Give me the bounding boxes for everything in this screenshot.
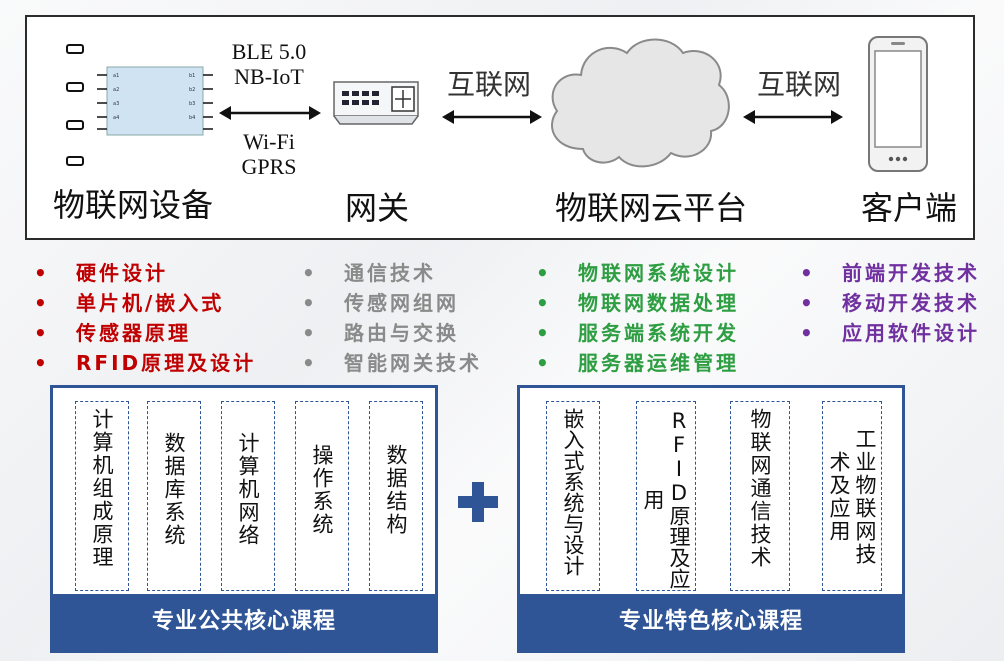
course-name: 计算机组成原理 <box>90 408 114 569</box>
gateway-label: 网关 <box>345 189 410 227</box>
list-item: •传感网组网 <box>302 291 459 315</box>
course-name: 数据结构 <box>384 444 408 536</box>
course-card: 物联网通信技术 <box>730 401 790 591</box>
svg-text:b2: b2 <box>189 87 195 93</box>
svg-text:b4: b4 <box>189 115 195 121</box>
course-name: 计算机网络 <box>236 432 260 547</box>
protocol-nbiot: NB-IoT <box>234 64 304 89</box>
internet-label-right: 互联网 <box>757 68 842 101</box>
double-arrow-icon <box>219 106 321 120</box>
course-name: 嵌入式系统与设计 <box>561 408 585 576</box>
public-core-courses-panel: 计算机组成原理 数据库系统 计算机网络 操作系统 数据结构 专业公共核心课程 <box>50 385 438 653</box>
communication-skills-list: •通信技术 •传感网组网 •路由与交换 •智能网关技术 <box>298 258 482 378</box>
hardware-skills-list: •硬件设计 •单片机/嵌入式 •传感器原理 •RFID原理及设计 <box>30 258 256 378</box>
internet-label-left: 互联网 <box>447 68 532 101</box>
list-item: •物联网数据处理 <box>536 291 739 315</box>
course-card: 操作系统 <box>295 401 349 591</box>
iot-architecture-diagram: a1 a2 a3 a4 b1 b2 b3 b4 物联网设备 BLE 5.0 NB-IoT W… <box>25 15 975 240</box>
course-card: 嵌入式系统与设计 <box>546 401 600 591</box>
svg-text:b3: b3 <box>189 101 195 107</box>
list-item: •应用软件设计 <box>800 321 980 345</box>
course-name: 数据库系统 <box>162 432 186 547</box>
list-item: •智能网关技术 <box>302 351 482 375</box>
gateway-icon <box>333 81 419 125</box>
course-card: 工业物联网技术及应用 <box>822 401 882 591</box>
list-item: •传感器原理 <box>34 321 191 345</box>
list-item: •服务器运维管理 <box>536 351 739 375</box>
svg-text:a3: a3 <box>113 101 119 107</box>
svg-text:a2: a2 <box>113 87 119 93</box>
svg-text:a4: a4 <box>113 115 119 121</box>
list-item: •RFID原理及设计 <box>34 351 257 375</box>
protocol-wifi: Wi-Fi <box>243 129 295 154</box>
course-card: 数据库系统 <box>147 401 201 591</box>
double-arrow-icon <box>442 110 542 124</box>
list-item: •路由与交换 <box>302 321 459 345</box>
client-label: 客户端 <box>861 189 958 227</box>
device-label: 物联网设备 <box>53 186 214 224</box>
list-item: •通信技术 <box>302 261 436 285</box>
list-item: •硬件设计 <box>34 261 168 285</box>
course-card: 数据结构 <box>369 401 423 591</box>
protocol-lower: Wi-Fi GPRS <box>223 129 315 179</box>
smartphone-icon <box>868 36 928 172</box>
course-card: 计算机网络 <box>221 401 275 591</box>
course-card: RFID原理及应用 <box>636 401 696 591</box>
chip-icon: a1 a2 a3 a4 b1 b2 b3 b4 <box>66 44 213 166</box>
list-item: •前端开发技术 <box>800 261 980 285</box>
protocol-gprs: GPRS <box>241 154 297 179</box>
list-item: •服务端系统开发 <box>536 321 739 345</box>
course-name: 操作系统 <box>310 444 334 536</box>
svg-text:b1: b1 <box>189 73 195 79</box>
protocol-upper: BLE 5.0 NB-IoT <box>223 39 315 89</box>
special-core-courses-panel: 嵌入式系统与设计 RFID原理及应用 物联网通信技术 工业物联网技术及应用 专业… <box>517 385 905 653</box>
platform-skills-list: •物联网系统设计 •物联网数据处理 •服务端系统开发 •服务器运维管理 <box>532 258 739 378</box>
public-core-courses-title: 专业公共核心课程 <box>53 594 435 650</box>
cloud-label: 物联网云平台 <box>555 189 748 227</box>
cloud-icon <box>551 38 730 168</box>
course-name: 物联网通信技术 <box>748 408 772 569</box>
application-skills-list: •前端开发技术 •移动开发技术 •应用软件设计 <box>796 258 980 348</box>
course-card: 计算机组成原理 <box>75 401 129 591</box>
double-arrow-icon <box>743 110 843 124</box>
list-item: •物联网系统设计 <box>536 261 739 285</box>
svg-text:a1: a1 <box>113 73 119 79</box>
course-name: 工业物联网技术及应用 <box>827 428 877 566</box>
list-item: •移动开发技术 <box>800 291 980 315</box>
plus-icon <box>458 482 498 522</box>
course-name: RFID原理及应用 <box>641 409 691 589</box>
protocol-ble: BLE 5.0 <box>231 39 307 64</box>
special-core-courses-title: 专业特色核心课程 <box>520 594 902 650</box>
list-item: •单片机/嵌入式 <box>34 291 225 315</box>
